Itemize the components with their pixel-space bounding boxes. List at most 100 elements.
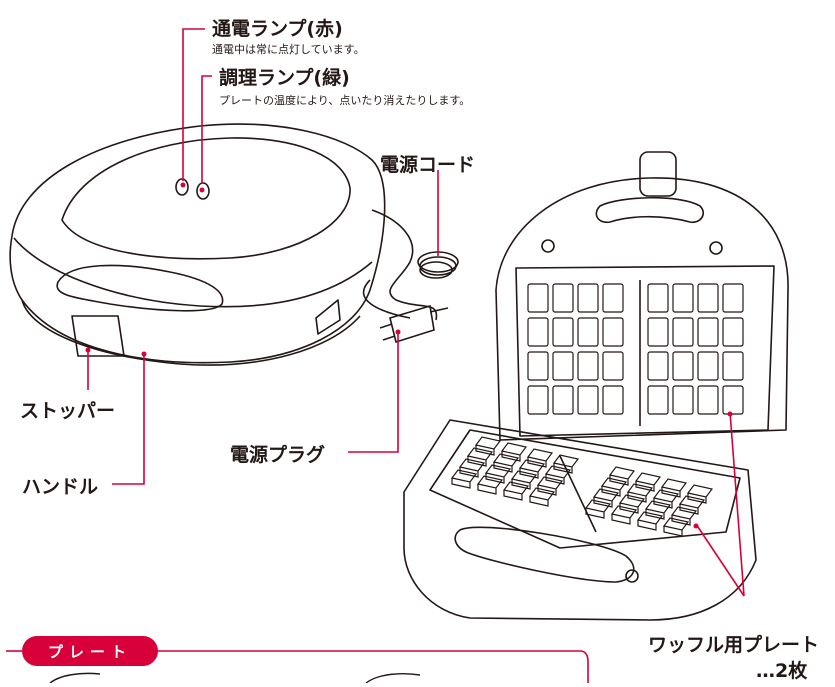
waffle-cell	[552, 283, 574, 313]
label-power-lamp-desc: 通電中は常に点灯しています。	[212, 43, 365, 56]
power-cord-assembly	[362, 209, 459, 344]
lid-dome	[61, 137, 351, 260]
leader-plate-1	[729, 411, 745, 597]
waffle-cell	[527, 283, 549, 313]
waffle-cell-lower	[644, 500, 672, 520]
waffle-cell	[552, 351, 574, 381]
waffle-cell	[672, 317, 694, 347]
waffle-cell-lower	[626, 483, 654, 503]
lid-seam	[13, 237, 373, 308]
power-lamp-shape	[175, 178, 189, 196]
waffle-cell	[672, 385, 694, 415]
label-power-lamp-title: 通電ランプ(赤)	[212, 18, 343, 40]
plug-body	[389, 304, 435, 344]
leader-lines	[6, 28, 745, 683]
waffle-cell	[672, 351, 694, 381]
leader-cook-lamp	[201, 75, 212, 184]
dot-plate-lower	[693, 523, 699, 529]
upper-plate-frame	[515, 265, 775, 437]
waffle-cell	[527, 351, 549, 381]
lower-plate-divider	[559, 455, 597, 533]
hinge-cap	[639, 151, 677, 197]
waffle-cell-lower	[670, 506, 698, 526]
waffle-cell	[697, 351, 719, 381]
waffle-cell	[647, 317, 669, 347]
waffle-cell-lower	[636, 511, 664, 531]
lower-plate-frame	[429, 429, 741, 549]
waffle-cell-lower	[608, 466, 636, 486]
waffle-cell-lower	[552, 454, 580, 474]
base-screw	[625, 569, 639, 583]
waffle-cell-lower	[518, 459, 546, 479]
target-dots	[85, 182, 733, 529]
waffle-cell	[697, 317, 719, 347]
waffle-cell-lower	[678, 495, 706, 515]
cord-lower	[362, 279, 411, 319]
cord-coil-2	[419, 256, 457, 276]
upper-lid-outline	[495, 177, 789, 441]
waffle-cell	[552, 385, 574, 415]
dot-power-lamp	[180, 182, 186, 188]
waffle-cell	[722, 317, 744, 347]
leader-handle	[112, 356, 145, 485]
label-waffle-plate-count: …2枚	[756, 660, 808, 682]
waffle-cell	[697, 283, 719, 313]
waffle-cell-lower	[492, 453, 520, 473]
closed-body-outline	[9, 123, 386, 364]
side-vent	[315, 299, 341, 335]
waffle-cell	[697, 385, 719, 415]
waffle-cell	[722, 283, 744, 313]
open-waffle-maker	[403, 151, 789, 621]
waffle-cell	[602, 385, 624, 415]
waffle-cell-lower	[536, 476, 564, 496]
waffle-cell	[527, 385, 549, 415]
dot-plate-upper	[727, 411, 733, 417]
closed-handle-grip	[56, 264, 224, 312]
waffle-cell-lower	[544, 465, 572, 485]
waffle-cell-lower	[686, 484, 714, 504]
waffle-cell-lower	[502, 481, 530, 501]
waffle-cell-lower	[600, 477, 628, 497]
waffle-cell	[602, 283, 624, 313]
lower-base-outline	[403, 419, 757, 621]
section-frame	[158, 650, 589, 683]
label-handle: ハンドル	[22, 476, 99, 498]
lower-handle-grip	[454, 526, 635, 583]
waffle-cell	[577, 317, 599, 347]
label-power-plug: 電源プラグ	[230, 444, 326, 466]
waffle-cell	[552, 317, 574, 347]
waffle-cell-lower	[592, 488, 620, 508]
dot-handle	[141, 351, 147, 357]
waffle-cell-lower	[584, 499, 612, 519]
cord-line	[371, 209, 438, 321]
waffle-cell	[647, 351, 669, 381]
upper-lid-handle	[595, 196, 705, 224]
waffle-cell	[527, 317, 549, 347]
cord-coil-3	[419, 261, 453, 279]
waffle-cell	[602, 317, 624, 347]
waffle-cell-lower	[526, 448, 554, 468]
dot-stopper	[85, 347, 91, 353]
leader-plate-2	[695, 523, 745, 597]
waffle-cell-lower	[474, 436, 502, 456]
waffle-cell-lower	[610, 505, 638, 525]
plug-cable-guard	[429, 307, 449, 313]
leader-power-plug	[348, 334, 399, 453]
waffle-cell	[577, 351, 599, 381]
waffle-cell	[602, 351, 624, 381]
waffle-cell	[672, 283, 694, 313]
label-cook-lamp-title: 調理ランプ(緑)	[219, 67, 350, 89]
waffle-cell-lower	[618, 494, 646, 514]
waffle-cell-lower	[510, 470, 538, 490]
waffle-cell	[722, 351, 744, 381]
label-cook-lamp-desc: プレートの温度により、点いたり消えたりします。	[219, 94, 471, 107]
plate-thumbnails	[49, 672, 421, 684]
plate-thumb-left	[49, 672, 101, 684]
plug-prong-1	[379, 323, 393, 329]
waffle-cell-lower	[660, 478, 688, 498]
stopper-block	[71, 315, 125, 357]
waffle-cell-lower	[484, 464, 512, 484]
waffle-cell	[647, 283, 669, 313]
waffle-cell-lower	[652, 489, 680, 509]
